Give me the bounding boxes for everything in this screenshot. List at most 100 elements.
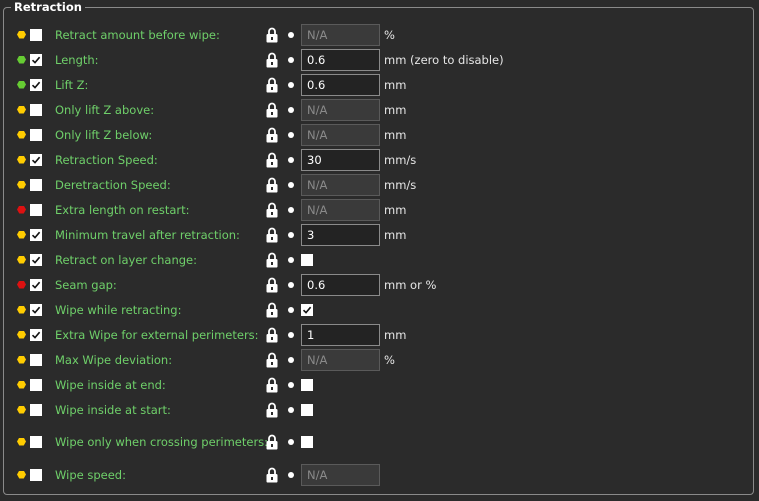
- enable-checkbox[interactable]: [30, 278, 42, 291]
- unit-label: mm/s: [384, 152, 417, 167]
- setting-row: Retract on layer change:: [0, 247, 759, 272]
- unit-label: mm: [384, 102, 407, 117]
- enable-checkbox[interactable]: [30, 228, 42, 241]
- enable-checkbox[interactable]: [30, 28, 42, 41]
- setting-row: Seam gap: 0.6 mm or %: [0, 272, 759, 297]
- mode-hexagon-icon: [17, 405, 26, 414]
- setting-row: Retract amount before wipe:N/A%: [0, 22, 759, 47]
- setting-row: Retraction Speed: 30 mm/s: [0, 147, 759, 172]
- value-input[interactable]: 0.6: [301, 273, 380, 296]
- bullet-dot-icon: [288, 471, 294, 478]
- lock-icon[interactable]: [266, 102, 278, 118]
- unit-label: mm: [384, 77, 407, 92]
- setting-label: Minimum travel after retraction:: [55, 227, 240, 242]
- mode-hexagon-icon: [17, 470, 26, 479]
- group-title: Retraction: [11, 0, 85, 15]
- bullet-dot-icon: [288, 306, 294, 313]
- setting-label: Retraction Speed:: [55, 152, 158, 167]
- bullet-dot-icon: [288, 331, 294, 338]
- mode-hexagon-icon: [17, 380, 26, 389]
- lock-icon[interactable]: [266, 77, 278, 93]
- unit-label: %: [384, 27, 395, 42]
- lock-icon[interactable]: [266, 434, 278, 450]
- mode-hexagon-icon: [17, 105, 26, 114]
- setting-row: Wipe speed:N/A: [0, 462, 759, 487]
- value-input[interactable]: 30: [301, 148, 380, 171]
- bullet-dot-icon: [288, 381, 294, 388]
- lock-icon[interactable]: [266, 467, 278, 483]
- mode-hexagon-icon: [17, 55, 26, 64]
- setting-row: Length: 0.6 mm (zero to disable): [0, 47, 759, 72]
- lock-icon[interactable]: [266, 302, 278, 318]
- lock-icon[interactable]: [266, 252, 278, 268]
- lock-icon[interactable]: [266, 152, 278, 168]
- enable-checkbox[interactable]: [30, 178, 42, 191]
- enable-checkbox[interactable]: [30, 128, 42, 141]
- enable-checkbox[interactable]: [30, 328, 42, 341]
- unit-label: mm (zero to disable): [384, 52, 504, 67]
- value-input[interactable]: 3: [301, 223, 380, 246]
- enable-checkbox[interactable]: [30, 153, 42, 166]
- mode-hexagon-icon: [17, 255, 26, 264]
- value-input: N/A: [301, 198, 380, 221]
- enable-checkbox[interactable]: [30, 103, 42, 116]
- setting-row: Wipe inside at start:: [0, 397, 759, 422]
- lock-icon[interactable]: [266, 27, 278, 43]
- setting-label: Wipe while retracting:: [55, 302, 182, 317]
- enable-checkbox[interactable]: [30, 468, 42, 481]
- setting-label: Seam gap:: [55, 277, 117, 292]
- lock-icon[interactable]: [266, 52, 278, 68]
- unit-label: mm: [384, 127, 407, 142]
- setting-label: Length:: [55, 52, 99, 67]
- value-checkbox[interactable]: [301, 303, 313, 316]
- enable-checkbox[interactable]: [30, 435, 42, 448]
- value-checkbox[interactable]: [301, 378, 313, 391]
- lock-icon[interactable]: [266, 202, 278, 218]
- mode-hexagon-icon: [17, 355, 26, 364]
- setting-label: Wipe inside at start:: [55, 402, 171, 417]
- mode-hexagon-icon: [17, 130, 26, 139]
- value-input[interactable]: 0.6: [301, 73, 380, 96]
- enable-checkbox[interactable]: [30, 53, 42, 66]
- lock-icon[interactable]: [266, 352, 278, 368]
- mode-hexagon-icon: [17, 180, 26, 189]
- value-input[interactable]: 0.6: [301, 48, 380, 71]
- value-input: N/A: [301, 123, 380, 146]
- lock-icon[interactable]: [266, 377, 278, 393]
- enable-checkbox[interactable]: [30, 203, 42, 216]
- setting-row: Wipe while retracting:: [0, 297, 759, 322]
- setting-label: Retract on layer change:: [55, 252, 198, 267]
- lock-icon[interactable]: [266, 177, 278, 193]
- lock-icon[interactable]: [266, 277, 278, 293]
- lock-icon[interactable]: [266, 327, 278, 343]
- value-input: N/A: [301, 98, 380, 121]
- bullet-dot-icon: [288, 281, 294, 288]
- bullet-dot-icon: [288, 106, 294, 113]
- enable-checkbox[interactable]: [30, 378, 42, 391]
- lock-icon[interactable]: [266, 127, 278, 143]
- enable-checkbox[interactable]: [30, 353, 42, 366]
- unit-label: mm or %: [384, 277, 437, 292]
- value-checkbox[interactable]: [301, 403, 313, 416]
- mode-hexagon-icon: [17, 80, 26, 89]
- value-input[interactable]: 1: [301, 323, 380, 346]
- value-checkbox[interactable]: [301, 435, 313, 448]
- setting-label: Wipe only when crossing perimeters:: [55, 434, 269, 449]
- setting-row: Wipe only when crossing perimeters:: [0, 429, 759, 454]
- enable-checkbox[interactable]: [30, 403, 42, 416]
- enable-checkbox[interactable]: [30, 253, 42, 266]
- enable-checkbox[interactable]: [30, 303, 42, 316]
- setting-label: Extra length on restart:: [55, 202, 190, 217]
- value-checkbox[interactable]: [301, 253, 313, 266]
- unit-label: mm/s: [384, 177, 417, 192]
- setting-label: Retract amount before wipe:: [55, 27, 220, 42]
- lock-icon[interactable]: [266, 402, 278, 418]
- value-input: N/A: [301, 348, 380, 371]
- lock-icon[interactable]: [266, 227, 278, 243]
- enable-checkbox[interactable]: [30, 78, 42, 91]
